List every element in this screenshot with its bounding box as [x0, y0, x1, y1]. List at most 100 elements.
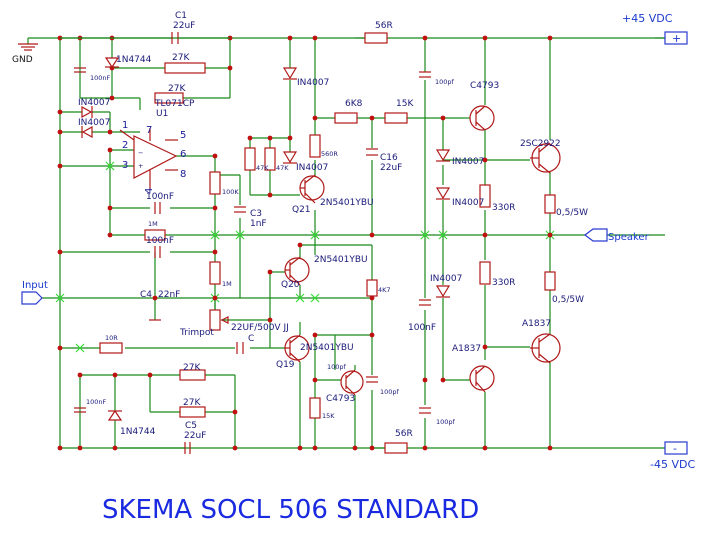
pin-3: 3: [122, 160, 128, 171]
c4793-a-label: C4793: [470, 81, 499, 91]
pin-6: 6: [180, 149, 186, 160]
resistor-56r-bot: [384, 442, 408, 454]
d4007-5-label: IN4007: [452, 157, 484, 167]
c16-name: C16: [380, 153, 398, 163]
resistor-27k-3: [179, 369, 206, 381]
d4007-6-label: IN4007: [452, 198, 484, 208]
r100k-label: 100K: [222, 188, 239, 196]
resistor-100k: [209, 171, 221, 195]
pin-2: 2: [122, 140, 128, 151]
c22u-ref: C: [248, 334, 254, 344]
opamp-u1: − +: [119, 128, 178, 190]
q20-part: 2N5401YBU: [314, 255, 368, 265]
resistor-330r-b: [479, 261, 491, 285]
q19-label: Q19: [276, 360, 295, 370]
port-speaker: [584, 228, 608, 242]
resistor-27k-4: [179, 406, 206, 418]
diagram-title: SKEMA SOCL 506 STANDARD: [102, 495, 479, 525]
c22u-name: 22UF/500V JJ: [231, 323, 289, 333]
resistor-47k-a: [244, 147, 256, 171]
r4k7-label: 4K7: [378, 286, 391, 294]
resistor-560r: [309, 134, 321, 158]
resistor-27k-2: [154, 92, 184, 104]
d4007-7-label: IN4007: [430, 274, 462, 284]
r47k-b-label: 47K: [276, 164, 289, 172]
d4007-3-label: IN4007: [297, 78, 329, 88]
resistor-56r-top: [364, 32, 388, 44]
c100pf-c-label: 100pf: [380, 388, 400, 396]
speaker-label: Speaker: [608, 232, 650, 243]
resistor-05-b: [544, 271, 556, 291]
r1m-b-label: 1M: [222, 280, 232, 288]
trimpot-label: Trimpot: [179, 328, 214, 338]
r10r-label: 10R: [105, 334, 118, 342]
d4007-1-label: IN4007: [78, 98, 110, 108]
c100pf-d-label: 100pf: [436, 418, 456, 426]
d4007-2-label: IN4007: [78, 118, 110, 128]
opamp-label: TL071CP: [154, 99, 195, 109]
c100pf-a-label: 100pf: [435, 78, 455, 86]
port-negative: -: [664, 441, 688, 455]
svg-text:−: −: [138, 149, 143, 157]
gnd-label: GND: [12, 55, 33, 65]
resistor-6k8: [334, 112, 358, 124]
r05-b-label: 0,5/5W: [552, 295, 584, 305]
input-label: Input: [22, 280, 48, 291]
pin-5: 5: [180, 130, 186, 141]
pin-7: 7: [146, 125, 152, 136]
resistor-47k-b: [264, 147, 276, 171]
c4-name: C4: [140, 290, 152, 300]
resistor-27k-1: [164, 62, 206, 74]
r56-bot-label: 56R: [395, 429, 413, 439]
pin-4: 4: [144, 188, 155, 194]
resistor-4k7: [366, 279, 378, 297]
c-fb-label: 100nF: [146, 192, 174, 202]
r27k-3-label: 27K: [183, 363, 201, 373]
resistor-330r-a: [479, 184, 491, 208]
r330-a-label: 330R: [492, 203, 515, 213]
svg-text:-: -: [673, 442, 677, 455]
pin-8: 8: [180, 169, 186, 180]
resistor-1m-b: [209, 261, 221, 285]
r47k-a-label: 47K: [256, 164, 269, 172]
c3-value: 1nF: [250, 219, 267, 229]
r27k-1-label: 27K: [172, 53, 190, 63]
r05-a-label: 0,5/5W: [556, 208, 588, 218]
c100n-a-label: 100nF: [90, 74, 111, 82]
a1837-b-label: A1837: [452, 344, 481, 354]
a1837-a-label: A1837: [522, 319, 551, 329]
port-positive: +: [655, 31, 688, 45]
c100n-b-label: 100nF: [86, 398, 107, 406]
zener1-label: 1N4744: [116, 55, 152, 65]
q19-part: 2N5401YBU: [300, 343, 354, 353]
trimpot: [209, 309, 221, 331]
r330-b-label: 330R: [492, 278, 515, 288]
capacitor-c1: [60, 32, 230, 44]
resistor-05-a: [544, 194, 556, 214]
r15k-a-label: 15K: [396, 99, 414, 109]
r15k-b-label: 15K: [322, 412, 335, 420]
c5-value: 22uF: [184, 431, 206, 441]
resistor-1m-a: [144, 229, 166, 241]
resistor-10r: [99, 342, 123, 354]
r27k-2-label: 27K: [168, 84, 186, 94]
c1-value: 22uF: [173, 21, 195, 31]
ground-symbol: [18, 43, 38, 51]
capacitors: [74, 67, 431, 454]
c5-name: C5: [185, 421, 197, 431]
c2922-label: 2SC2922: [520, 139, 561, 149]
c16-value: 22uF: [380, 163, 402, 173]
d4007-4-label: IN4007: [296, 163, 328, 173]
zener2-label: 1N4744: [120, 427, 156, 437]
trimpot-wiper: [220, 316, 229, 324]
pin-1: 1: [122, 120, 128, 131]
r56-top-label: 56R: [375, 21, 393, 31]
c4793-b-label: C4793: [326, 394, 355, 404]
q21-label: Q21: [292, 205, 311, 215]
svg-text:+: +: [672, 32, 681, 45]
c1-name: C1: [175, 11, 187, 21]
resistor-15k-b: [309, 397, 321, 419]
c100pf-b-label: 100pf: [327, 363, 347, 371]
resistor-15k-a: [384, 112, 408, 124]
